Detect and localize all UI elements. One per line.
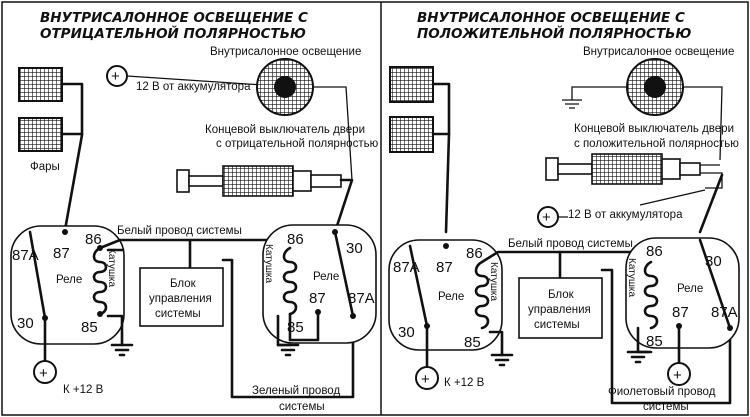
relay-2-pin-87: 87 <box>672 304 689 321</box>
relay-1-pin-30: 30 <box>398 324 415 341</box>
k12v-label: К +12 В <box>444 377 485 389</box>
door-switch-label-1: Концевой выключатель двери <box>205 124 365 136</box>
k12v-plus-icon <box>415 366 439 390</box>
plus-sign: + <box>111 68 120 85</box>
relay-2-pin-87a: 87A <box>348 290 375 307</box>
right-title-line2: ПОЛОЖИТЕЛЬНОЙ ПОЛЯРНОСТЬЮ <box>417 25 691 42</box>
plus-sign: + <box>673 367 682 384</box>
control-unit-line3: системы <box>155 308 201 320</box>
control-unit-line1: Блок <box>548 289 575 301</box>
relay-1-coil-label: Катушка <box>106 248 117 287</box>
headlight-icon <box>18 117 63 152</box>
relay-1-pin-87: 87 <box>53 245 70 262</box>
relay-2-pin-86: 86 <box>287 231 304 248</box>
door-switch-label-2: с положительной полярностью <box>574 138 739 150</box>
relay-1-label: Реле <box>56 274 82 286</box>
relay-1-box <box>388 239 503 351</box>
battery-label: 12 В от аккумулятора <box>568 209 683 221</box>
control-unit-box <box>139 267 224 327</box>
headlights-label: Фары <box>30 161 60 173</box>
relay-2-label: Реле <box>313 271 339 283</box>
plus-sign: + <box>39 365 48 382</box>
right-title-line1: ВНУТРИСАЛОННОЕ ОСВЕЩЕНИЕ С <box>417 10 685 26</box>
relay-2-box <box>625 237 740 349</box>
relay-2-coil-icon <box>282 246 298 316</box>
k12v-plus-icon <box>33 360 57 384</box>
relay-1-pin-85: 85 <box>464 334 481 351</box>
ground-icon <box>276 343 300 357</box>
control-unit-line2: управления <box>149 293 212 305</box>
relay-2-coil-label: Катушка <box>263 244 274 283</box>
white-wire-label: Белый провод системы <box>508 238 633 250</box>
relay-1-coil-icon <box>474 260 490 330</box>
control-unit-line1: Блок <box>170 278 197 290</box>
relay-2-pin-85: 85 <box>646 333 663 350</box>
relay-1-pin-86: 86 <box>466 245 483 262</box>
interior-light-label: Внутрисалонное освещение <box>583 46 734 58</box>
ground-icon <box>110 343 134 357</box>
control-unit-box <box>518 277 603 339</box>
headlight-icon <box>389 66 434 103</box>
relay-1-label: Реле <box>438 291 464 303</box>
relay-2-label: Реле <box>677 283 703 295</box>
door-switch-label-1: Концевой выключатель двери <box>574 123 734 135</box>
relay-1-coil-label: Катушка <box>488 262 499 301</box>
plus-icon <box>667 362 691 386</box>
relay-1-pin-87a: 87A <box>12 247 39 264</box>
k12v-label: К +12 В <box>63 384 104 396</box>
plus-sign: + <box>542 209 551 226</box>
headlight-icon <box>18 67 63 102</box>
wire2-label-2: системы <box>279 401 325 413</box>
white-wire-label: Белый провод системы <box>117 225 242 237</box>
wire2-label-2: системы <box>643 401 689 413</box>
ground-icon <box>490 353 514 367</box>
wire2-label-1: Зеленый провод <box>252 385 340 397</box>
door-switch-label-2: с отрицательной полярностью <box>216 138 379 150</box>
relay-2-coil-label: Катушка <box>626 258 637 297</box>
door-switch-icon <box>545 153 701 185</box>
battery-label: 12 В от аккумулятора <box>136 81 251 93</box>
relay-1-pin-86: 86 <box>85 231 102 248</box>
interior-light-label: Внутрисалонное освещение <box>210 46 361 58</box>
left-panel: ВНУТРИСАЛОННОЕ ОСВЕЩЕНИЕ С ОТРИЦАТЕЛЬНОЙ… <box>10 10 379 413</box>
relay-1-pin-30: 30 <box>17 315 34 332</box>
relay-2-pin-87: 87 <box>309 290 326 307</box>
door-switch-icon <box>176 165 342 197</box>
right-panel: ВНУТРИСАЛОННОЕ ОСВЕЩЕНИЕ С ПОЛОЖИТЕЛЬНОЙ… <box>388 10 740 413</box>
ground-icon <box>562 99 582 109</box>
relay-2-pin-30: 30 <box>346 240 363 257</box>
relay-1-coil-icon <box>92 246 108 316</box>
relay-2-pin-86: 86 <box>646 243 663 260</box>
headlight-icon <box>389 116 434 153</box>
control-unit-line2: управления <box>528 304 591 316</box>
relay-1-pin-85: 85 <box>81 319 98 336</box>
control-unit-line3: системы <box>534 319 580 331</box>
relay-2-coil-icon <box>643 260 659 330</box>
relay-1-pin-87: 87 <box>436 259 453 276</box>
left-title-line1: ВНУТРИСАЛОННОЕ ОСВЕЩЕНИЕ С <box>40 10 308 26</box>
left-title-line2: ОТРИЦАТЕЛЬНОЙ ПОЛЯРНОСТЬЮ <box>40 25 306 42</box>
ground-icon <box>626 350 650 364</box>
wire2-label-1: Фиолетовый провод <box>608 386 716 398</box>
plus-sign: + <box>421 371 430 388</box>
relay-1-box <box>10 225 125 345</box>
